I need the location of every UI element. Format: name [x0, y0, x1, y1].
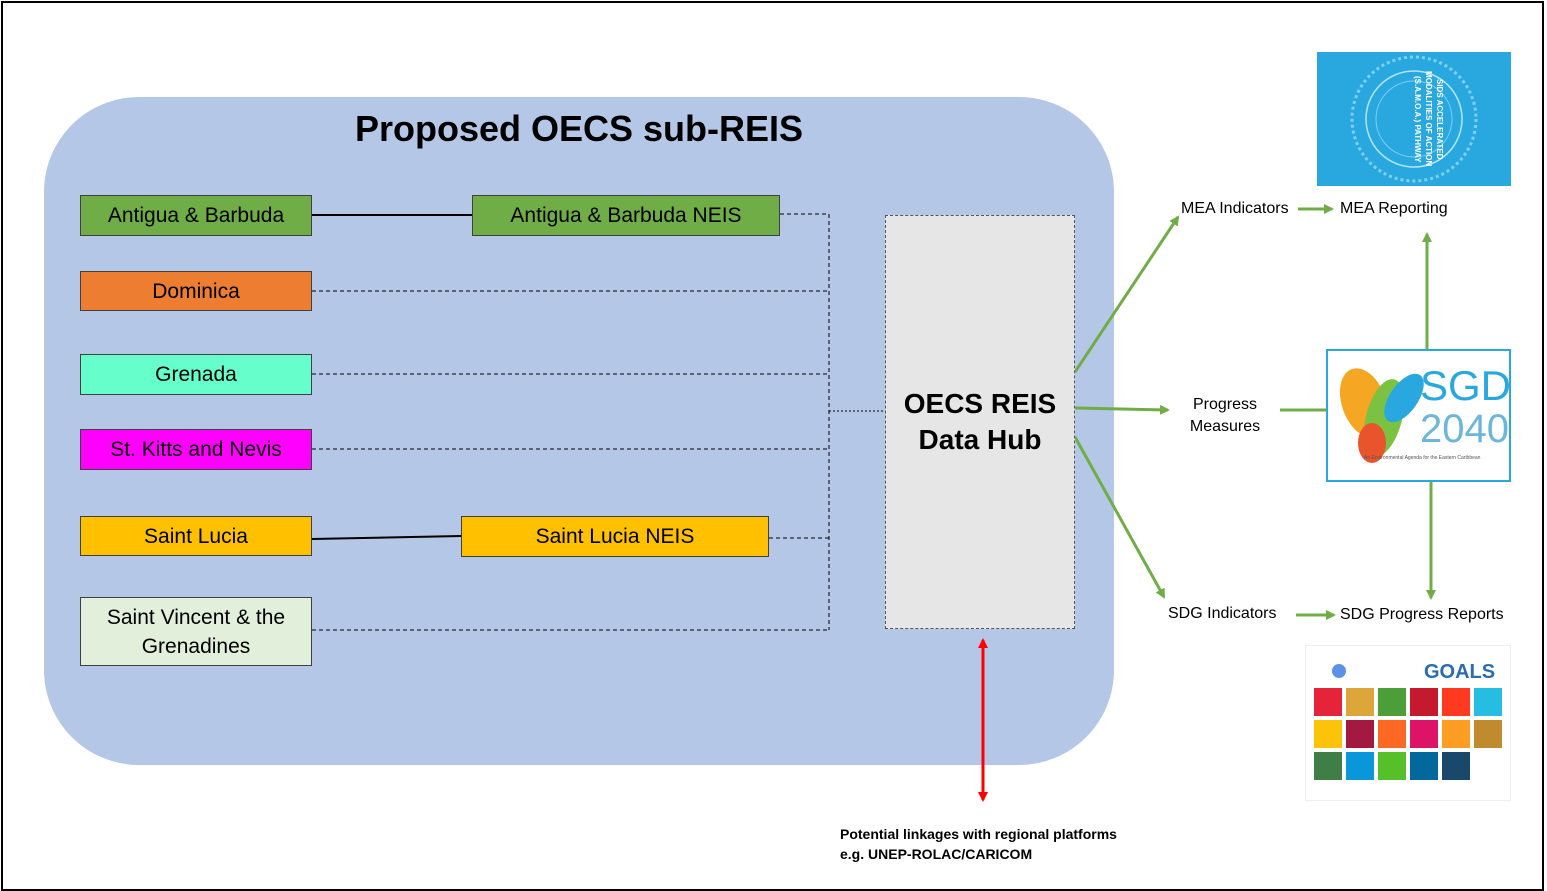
- neis-box-saint-lucia: Saint Lucia NEIS: [461, 516, 769, 557]
- sdg-tile: [1442, 688, 1470, 716]
- country-box-dominica: Dominica: [80, 271, 312, 311]
- sdg-tile: [1442, 752, 1470, 780]
- country-label: Antigua & Barbuda: [107, 204, 285, 227]
- mea-indicators-label: MEA Indicators: [1181, 200, 1289, 217]
- country-label: Dominica: [152, 279, 240, 303]
- sgd-logo-tagline: An Environmental Agenda for the Eastern …: [1364, 455, 1481, 461]
- sdg-tile: [1314, 720, 1342, 748]
- sdg-tile: [1474, 752, 1502, 780]
- arrow-hub-to-mea: [1073, 215, 1180, 373]
- country-box-saint-lucia: Saint Lucia: [80, 516, 312, 556]
- sdg-goals-logo: GOALS: [1305, 645, 1511, 801]
- sdg-tile: [1346, 688, 1374, 716]
- arrow-hub-to-sdg: [1073, 436, 1166, 599]
- sgd-2040-logo: SGD 2040 An Environmental Agenda for the…: [1326, 349, 1511, 482]
- country-label: Saint Lucia: [144, 524, 248, 548]
- country-label: Saint Vincent & the Grenadines: [106, 605, 286, 658]
- country-box-stkitts: St. Kitts and Nevis: [80, 429, 312, 470]
- sgd-logo-main: SGD: [1420, 362, 1512, 409]
- sdg-tile: [1474, 720, 1502, 748]
- progress-measures-label: Progress Measures: [1170, 394, 1280, 438]
- data-hub: OECS REIS Data Hub: [885, 215, 1075, 629]
- panel-title: Proposed OECS sub-REIS: [354, 108, 804, 149]
- solid-line-lucia: [311, 535, 462, 540]
- neis-label: Antigua & Barbuda NEIS: [510, 204, 742, 227]
- neis-box-antigua: Antigua & Barbuda NEIS: [472, 195, 780, 236]
- country-box-antigua: Antigua & Barbuda: [80, 195, 312, 236]
- sdg-tile: [1378, 752, 1406, 780]
- sdg-tile: [1410, 752, 1438, 780]
- country-box-grenada: Grenada: [80, 354, 312, 395]
- samoa-logo-text: SIDS ACCELERATED MODALITIES OF ACTION (S…: [1413, 71, 1444, 167]
- hub-title-line2: Data Hub: [918, 424, 1042, 455]
- arrow-hub-to-progress: [1074, 404, 1170, 415]
- sgd-logo-year: 2040: [1420, 407, 1509, 451]
- sdg-tile: [1378, 688, 1406, 716]
- progress-line1: Progress: [1192, 396, 1258, 413]
- sdg-tile: [1346, 720, 1374, 748]
- note-line2: e.g. UNEP-ROLAC/CARICOM: [840, 846, 1033, 862]
- sdg-tile: [1378, 720, 1406, 748]
- country-label: Grenada: [155, 363, 237, 386]
- sdg-goals-grid: [1314, 688, 1504, 780]
- hub-title-line1: OECS REIS: [903, 388, 1057, 419]
- sdg-tile: [1442, 720, 1470, 748]
- progress-line2: Measures: [1189, 418, 1261, 435]
- country-label: St. Kitts and Nevis: [110, 438, 282, 461]
- sdg-indicators-label: SDG Indicators: [1168, 605, 1277, 622]
- country-box-saint-vincent: Saint Vincent & the Grenadines: [80, 597, 312, 666]
- samoa-pathway-logo: SIDS ACCELERATED MODALITIES OF ACTION (S…: [1317, 52, 1511, 186]
- leaf-icon: [1339, 368, 1424, 463]
- sdg-logo-header: GOALS: [1424, 661, 1496, 683]
- sdg-tile: [1346, 752, 1374, 780]
- mea-reporting-label: MEA Reporting: [1340, 200, 1448, 217]
- regional-linkage-note: Potential linkages with regional platfor…: [840, 824, 1117, 864]
- sdg-progress-reports-label: SDG Progress Reports: [1340, 606, 1504, 623]
- sdg-tile: [1474, 688, 1502, 716]
- sdg-tile: [1314, 688, 1342, 716]
- sdg-tile: [1410, 720, 1438, 748]
- sdg-tile: [1314, 752, 1342, 780]
- sdg-tile: [1410, 688, 1438, 716]
- un-emblem-icon: [1332, 664, 1346, 678]
- note-line1: Potential linkages with regional platfor…: [840, 826, 1117, 842]
- samoa-emblem-icon: [1350, 55, 1478, 183]
- neis-label: Saint Lucia NEIS: [535, 525, 695, 548]
